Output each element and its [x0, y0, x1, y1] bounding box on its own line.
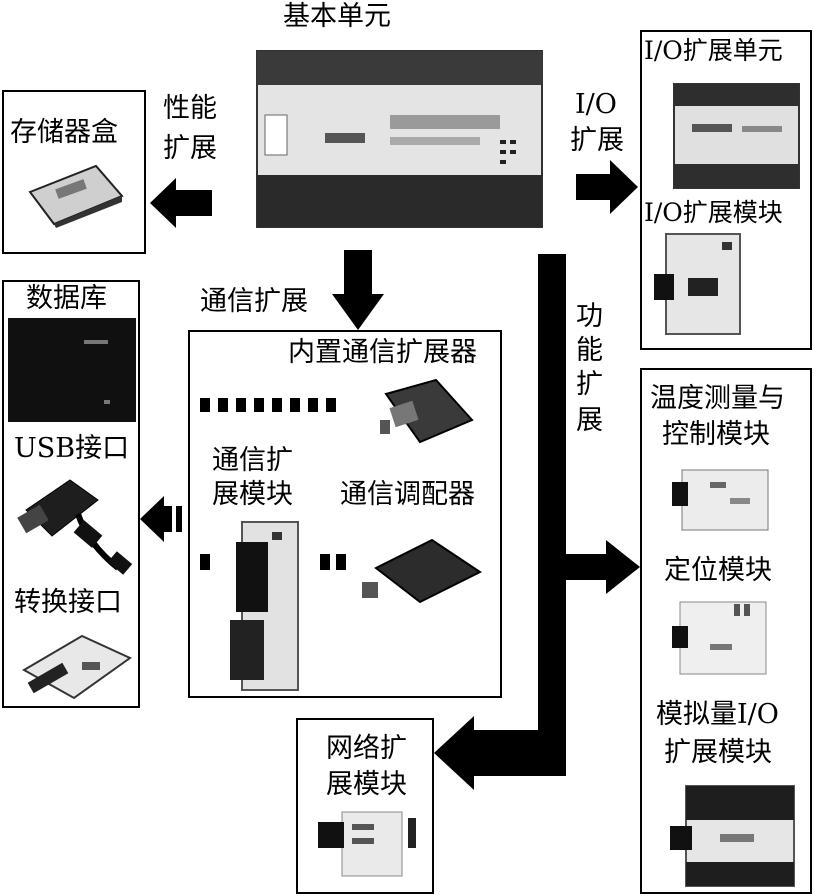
usb-port-label: USB接口	[14, 433, 130, 464]
database-arrow-left-icon	[140, 496, 182, 542]
base-unit-label: 基本单元	[283, 1, 391, 32]
comm-adapter-image	[320, 538, 482, 604]
communication-arrow-down-icon	[332, 250, 384, 330]
io-module-label: I/O扩展模块	[644, 198, 783, 227]
network-module-label-line2: 展模块	[326, 769, 407, 800]
performance-arrow-left-icon	[150, 178, 212, 228]
comm-module-image	[200, 521, 299, 691]
temperature-module-label-line1: 温度测量与	[650, 383, 785, 414]
function-label-char-4: 展	[576, 405, 603, 436]
performance-label-line1: 性能	[163, 93, 217, 124]
io-expansion-box: I/O扩展单元 I/O扩展模块	[640, 30, 812, 350]
analog-module-image	[670, 785, 795, 887]
communication-label: 通信扩展	[200, 286, 308, 317]
function-label-char-1: 功	[576, 301, 603, 332]
communication-box: 内置通信扩展器 通信扩 展模块 通信调配器	[188, 330, 502, 698]
comm-connector-dots	[200, 398, 336, 412]
base-unit-plc-image	[256, 50, 543, 228]
comm-module-label-line1: 通信扩	[212, 445, 293, 476]
database-title: 数据库	[26, 283, 107, 314]
io-label-line1: I/O	[575, 89, 617, 120]
comm-module-label-line2: 展模块	[212, 479, 293, 510]
network-module-label-line1: 网络扩	[326, 733, 407, 764]
io-unit-label: I/O扩展单元	[644, 36, 783, 65]
performance-label-line2: 扩展	[163, 133, 217, 164]
builtin-comm-label: 内置通信扩展器	[288, 337, 477, 368]
usb-cable-image	[17, 479, 133, 575]
comm-adapter-label: 通信调配器	[340, 479, 475, 510]
memory-cassette-label: 存储器盒	[10, 117, 118, 148]
io-label-line2: 扩展	[570, 125, 624, 156]
temperature-module-label-line2: 控制模块	[662, 419, 770, 450]
function-label-char-2: 能	[576, 335, 603, 366]
positioning-module-image	[672, 601, 767, 675]
builtin-comm-board-image	[380, 378, 474, 444]
analog-module-label-line2: 扩展模块	[664, 737, 772, 768]
io-arrow-right-icon	[576, 160, 638, 214]
converter-port-label: 转换接口	[14, 587, 122, 618]
network-module-image	[318, 811, 416, 877]
function-trunk-icon	[434, 254, 640, 790]
positioning-module-label: 定位模块	[664, 555, 772, 586]
database-box: 数据库 USB接口 转换接口	[2, 280, 140, 708]
function-label-char-3: 扩	[576, 369, 603, 400]
temperature-module-image	[672, 469, 769, 531]
io-unit-image	[673, 83, 800, 189]
network-module-box: 网络扩 展模块	[296, 718, 434, 894]
analog-module-label-line1: 模拟量I/O	[656, 699, 779, 730]
function-modules-box: 温度测量与 控制模块 定位模块 模拟量I/O 扩展模块	[640, 368, 812, 894]
io-module-image	[654, 233, 741, 335]
database-screen-image	[8, 318, 136, 422]
converter-image	[21, 634, 132, 700]
memory-cassette-image	[28, 164, 124, 228]
memory-cassette-box: 存储器盒	[2, 90, 146, 254]
